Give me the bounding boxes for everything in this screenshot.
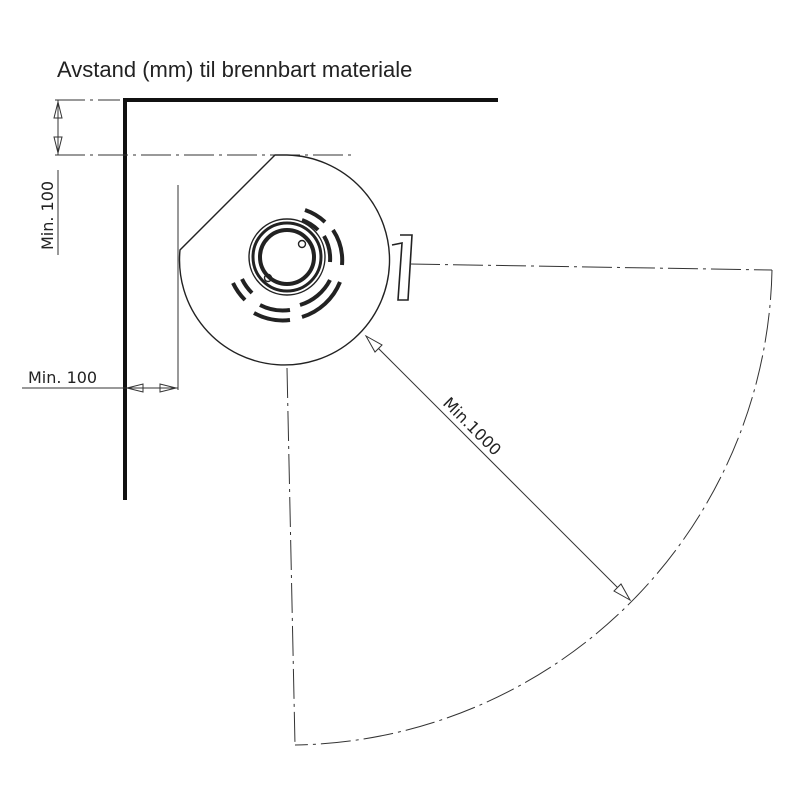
stove-top-view — [178, 154, 413, 366]
side-wall-dimension — [22, 185, 179, 393]
diagram-title: Avstand (mm) til brennbart materiale — [57, 57, 413, 82]
front-dimension — [364, 334, 632, 602]
front-clearance-zone — [286, 263, 773, 746]
back-wall-dimension-label: Min. 100 — [38, 181, 57, 250]
front-dimension-label: Min.1000 — [439, 393, 505, 459]
back-wall-dimension — [53, 99, 355, 255]
side-wall-dimension-label: Min. 100 — [28, 368, 97, 387]
combustible-wall — [123, 98, 498, 500]
